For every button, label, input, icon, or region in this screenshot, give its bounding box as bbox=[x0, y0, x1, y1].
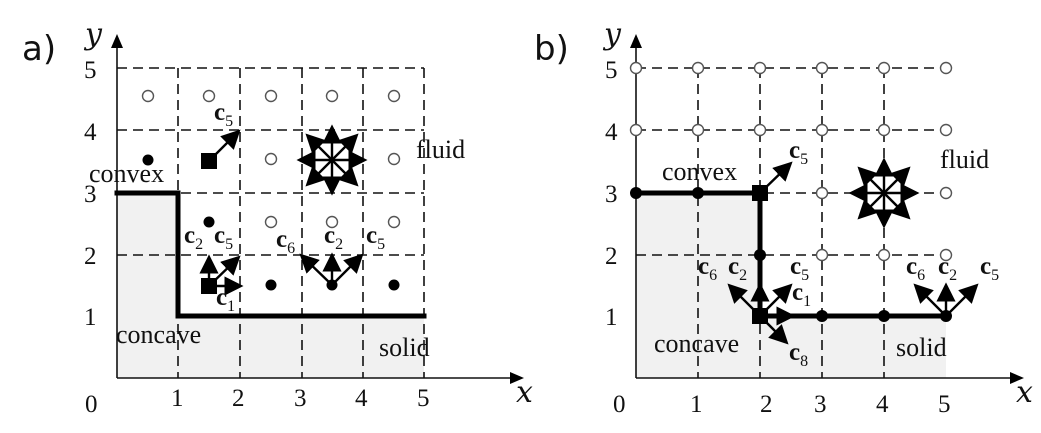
y-tick: 1 bbox=[84, 304, 97, 331]
vector-label: c5 bbox=[366, 222, 385, 253]
x-ticks-b: 0 1 2 3 4 5 bbox=[613, 391, 951, 418]
vector-labels-b: c5 c6 c2 c5 c1 c8 c6 c2 c5 bbox=[698, 137, 999, 370]
fluid-nodes-b bbox=[629, 61, 953, 262]
x-tick: 3 bbox=[814, 391, 827, 418]
label-fluid-a: fluid bbox=[416, 135, 465, 164]
y-tick: 2 bbox=[84, 243, 97, 270]
x-tick: 5 bbox=[938, 391, 951, 418]
vector-label: c5 bbox=[980, 253, 999, 284]
label-concave-a: concave bbox=[116, 320, 201, 349]
vector-label: c1 bbox=[792, 279, 811, 310]
y-axis-label-a: y bbox=[83, 17, 103, 52]
x-tick: 1 bbox=[171, 385, 184, 412]
x-tick: 4 bbox=[355, 385, 368, 412]
vector-label: c5 bbox=[214, 222, 233, 253]
y-tick: 2 bbox=[605, 243, 618, 270]
x-axis-label-a: x bbox=[516, 375, 533, 410]
vector-label: c5 bbox=[214, 99, 233, 130]
y-ticks-a: 1 2 3 4 5 bbox=[84, 57, 97, 331]
panel-b: b) y x 0 1 2 3 4 5 1 2 3 4 5 convex flui… bbox=[534, 17, 1033, 418]
y-tick: 5 bbox=[84, 57, 97, 84]
vector-label: c6 bbox=[698, 253, 717, 284]
label-concave-b: concave bbox=[654, 329, 739, 358]
label-solid-b: solid bbox=[896, 333, 947, 362]
vector-label: c5 bbox=[789, 137, 808, 168]
vector-label: c2 bbox=[184, 222, 203, 253]
y-axis-label-b: y bbox=[602, 17, 622, 52]
vector-label: c8 bbox=[789, 339, 808, 370]
x-tick: 5 bbox=[417, 385, 430, 412]
x-tick: 1 bbox=[690, 391, 703, 418]
solid-region-shade-a bbox=[117, 193, 424, 378]
y-tick: 5 bbox=[605, 57, 618, 84]
vector-label: c6 bbox=[276, 226, 295, 257]
panel-a-label: a) bbox=[22, 29, 56, 69]
vector-label: c2 bbox=[728, 253, 747, 284]
fluid-nodes-a bbox=[141, 89, 401, 229]
x-axis-label-b: x bbox=[1016, 375, 1033, 410]
vector-labels-a: c5 c2 c5 c1 c6 c2 c5 bbox=[184, 99, 385, 315]
y-tick: 4 bbox=[84, 119, 97, 146]
x-tick: 4 bbox=[876, 391, 889, 418]
label-convex-b: convex bbox=[662, 157, 737, 186]
x-tick: 3 bbox=[294, 385, 307, 412]
panel-b-label: b) bbox=[534, 29, 569, 69]
x-tick: 0 bbox=[613, 391, 626, 418]
x-ticks-a: 0 1 2 3 4 5 bbox=[85, 385, 430, 418]
solid-region-shade-b bbox=[636, 193, 946, 378]
y-tick: 3 bbox=[84, 181, 97, 208]
label-fluid-b: fluid bbox=[940, 145, 989, 174]
y-ticks-b: 1 2 3 4 5 bbox=[605, 57, 618, 331]
panel-a: a) y x 0 1 2 3 4 5 1 2 3 4 5 convex flui… bbox=[22, 17, 533, 418]
velocity-arrows-a bbox=[199, 124, 368, 296]
y-tick: 1 bbox=[605, 304, 618, 331]
vector-label: c2 bbox=[324, 222, 343, 253]
y-tick: 3 bbox=[605, 181, 618, 208]
label-convex-a: convex bbox=[89, 159, 164, 188]
velocity-arrows-b bbox=[727, 157, 979, 345]
x-tick: 2 bbox=[232, 385, 245, 412]
x-tick: 0 bbox=[85, 391, 98, 418]
y-tick: 4 bbox=[605, 119, 618, 146]
vector-label: c2 bbox=[938, 253, 957, 284]
x-tick: 2 bbox=[760, 391, 773, 418]
vector-label: c1 bbox=[216, 284, 235, 315]
label-solid-a: solid bbox=[379, 333, 430, 362]
fluid-star-a bbox=[296, 124, 368, 196]
wall-boundary-a bbox=[114, 190, 427, 319]
fluid-star-b bbox=[848, 157, 920, 229]
vector-label: c5 bbox=[790, 253, 809, 284]
vector-label: c6 bbox=[906, 253, 925, 284]
